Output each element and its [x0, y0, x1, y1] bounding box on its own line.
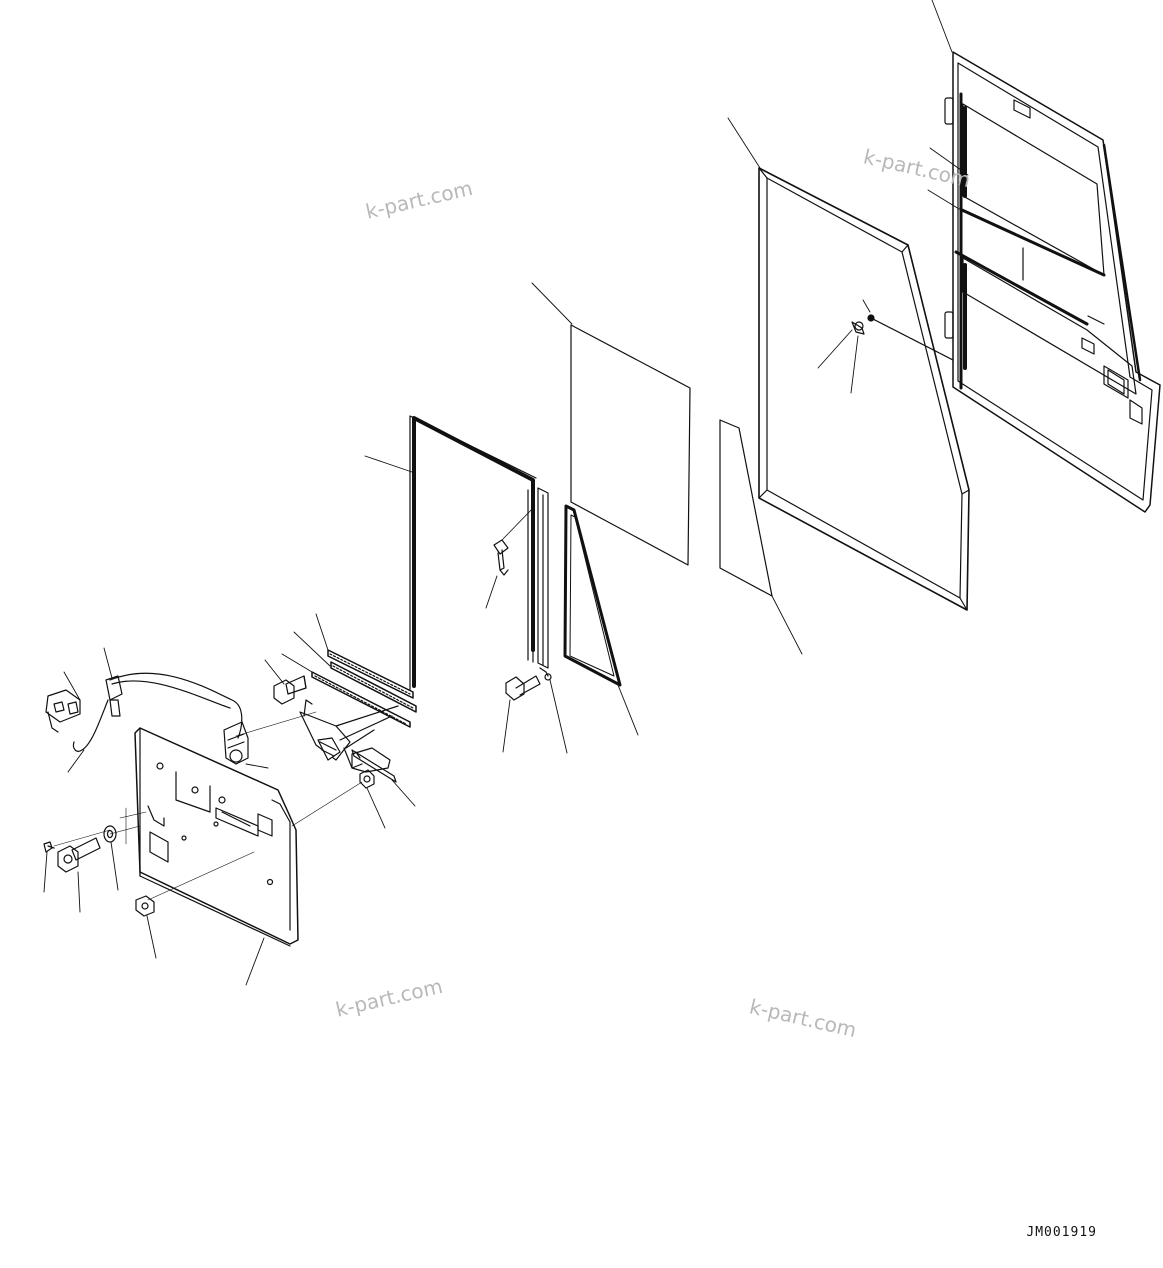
- door-frame: [944, 51, 1161, 513]
- bolt-upper: [493, 506, 535, 576]
- glass-pane: [570, 324, 691, 566]
- wire-harness: [72, 672, 243, 752]
- regulator-rails: [311, 649, 417, 728]
- bolt-with-washer: [273, 675, 307, 705]
- small-screw: [43, 841, 55, 853]
- switch-connector: [223, 721, 249, 765]
- bolt-lower-left: [57, 837, 101, 873]
- nut-right: [359, 769, 375, 789]
- door-trim-panel: [134, 727, 299, 947]
- assembly-lines: [53, 711, 363, 901]
- washer: [103, 825, 117, 843]
- window-frame-panel: [758, 167, 970, 611]
- triangle-seal: [563, 504, 622, 687]
- regulator-arm: [351, 749, 397, 783]
- bolt-lower: [505, 673, 552, 701]
- panel-fastener: [851, 314, 954, 361]
- window-regulator: [299, 699, 399, 773]
- window-channel-seal: [409, 415, 537, 691]
- leader-lines: [43, 0, 969, 986]
- guide-rail: [527, 487, 549, 677]
- drawing-id-label: JM001919: [1026, 1225, 1097, 1240]
- connector-left: [45, 689, 81, 733]
- nut-lower: [135, 895, 155, 917]
- small-triangle-glass: [719, 419, 773, 597]
